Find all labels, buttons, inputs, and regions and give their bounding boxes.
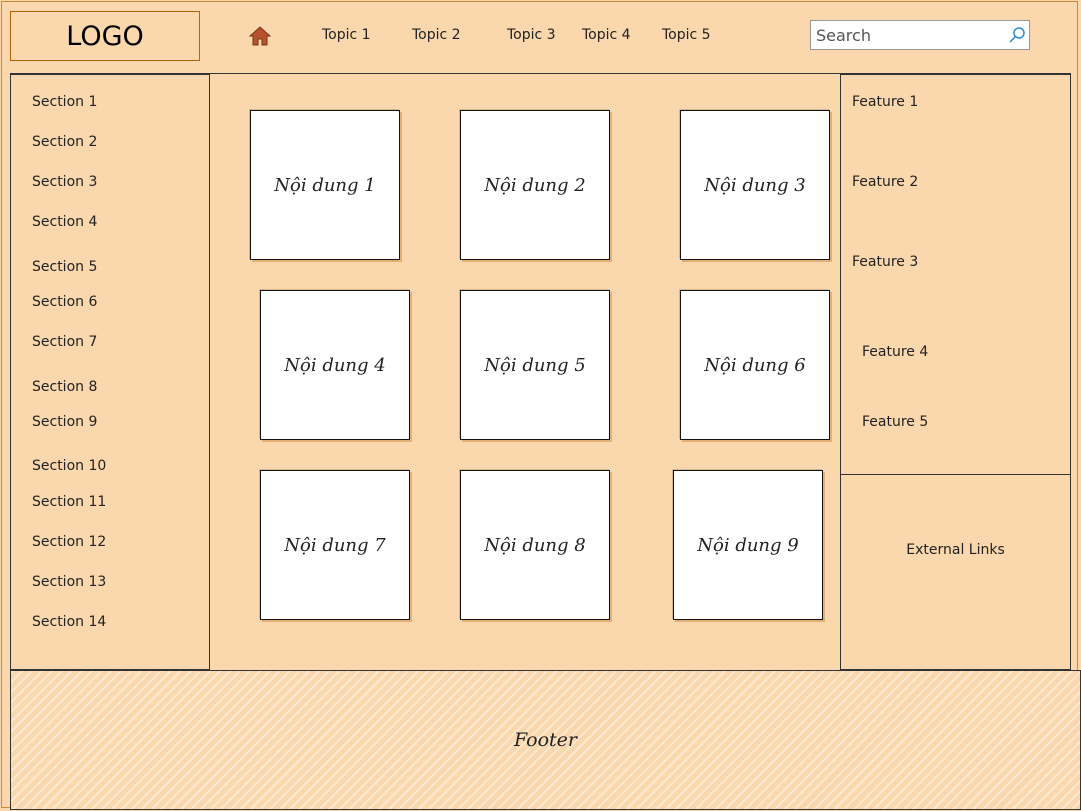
sidebar-section-1[interactable]: Section 1 — [32, 94, 98, 110]
header: LOGO Topic 1 Topic 2 Topic 3 Topic 4 Top… — [0, 0, 1081, 74]
feature-item-5[interactable]: Feature 5 — [862, 414, 929, 430]
nav-topic-3[interactable]: Topic 3 — [507, 27, 556, 43]
sidebar-section-10[interactable]: Section 10 — [32, 458, 107, 474]
content-card-4[interactable]: Nội dung 4 — [260, 290, 410, 440]
sidebar-section-5[interactable]: Section 5 — [32, 259, 98, 275]
home-icon[interactable] — [248, 24, 272, 48]
footer-label: Footer — [514, 729, 577, 751]
sidebar-section-14[interactable]: Section 14 — [32, 614, 107, 630]
sidebar-section-9[interactable]: Section 9 — [32, 414, 98, 430]
nav-topic-5[interactable]: Topic 5 — [662, 27, 711, 43]
content-card-7[interactable]: Nội dung 7 — [260, 470, 410, 620]
nav-topic-4[interactable]: Topic 4 — [582, 27, 631, 43]
feature-item-1[interactable]: Feature 1 — [852, 94, 919, 110]
footer: Footer — [10, 670, 1081, 810]
content-card-5[interactable]: Nội dung 5 — [460, 290, 610, 440]
sidebar-section-11[interactable]: Section 11 — [32, 494, 107, 510]
content-card-6[interactable]: Nội dung 6 — [680, 290, 830, 440]
sidebar: Section 1 Section 2 Section 3 Section 4 … — [10, 74, 210, 670]
content-card-2[interactable]: Nội dung 2 — [460, 110, 610, 260]
sidebar-section-3[interactable]: Section 3 — [32, 174, 98, 190]
search-icon[interactable] — [1008, 26, 1026, 44]
feature-item-3[interactable]: Feature 3 — [852, 254, 919, 270]
feature-item-2[interactable]: Feature 2 — [852, 174, 919, 190]
sidebar-section-7[interactable]: Section 7 — [32, 334, 98, 350]
nav-topic-1[interactable]: Topic 1 — [322, 27, 371, 43]
search-input[interactable] — [811, 21, 1006, 49]
sidebar-section-8[interactable]: Section 8 — [32, 379, 98, 395]
logo[interactable]: LOGO — [10, 11, 200, 61]
sidebar-section-12[interactable]: Section 12 — [32, 534, 107, 550]
nav-topic-2[interactable]: Topic 2 — [412, 27, 461, 43]
external-links[interactable]: External Links — [906, 542, 1005, 558]
sidebar-section-6[interactable]: Section 6 — [32, 294, 98, 310]
sidebar-section-13[interactable]: Section 13 — [32, 574, 107, 590]
sidebar-section-4[interactable]: Section 4 — [32, 214, 98, 230]
content-card-8[interactable]: Nội dung 8 — [460, 470, 610, 620]
content-card-3[interactable]: Nội dung 3 — [680, 110, 830, 260]
content-card-1[interactable]: Nội dung 1 — [250, 110, 400, 260]
sidebar-section-2[interactable]: Section 2 — [32, 134, 98, 150]
content-card-9[interactable]: Nội dung 9 — [673, 470, 823, 620]
header-divider — [10, 73, 1071, 74]
content-area: Nội dung 1 Nội dung 2 Nội dung 3 Nội dun… — [210, 74, 840, 670]
search-box — [810, 20, 1030, 50]
feature-item-4[interactable]: Feature 4 — [862, 344, 929, 360]
features-panel: Feature 1 Feature 2 Feature 3 Feature 4 … — [840, 74, 1071, 475]
external-links-panel: External Links — [840, 475, 1071, 670]
